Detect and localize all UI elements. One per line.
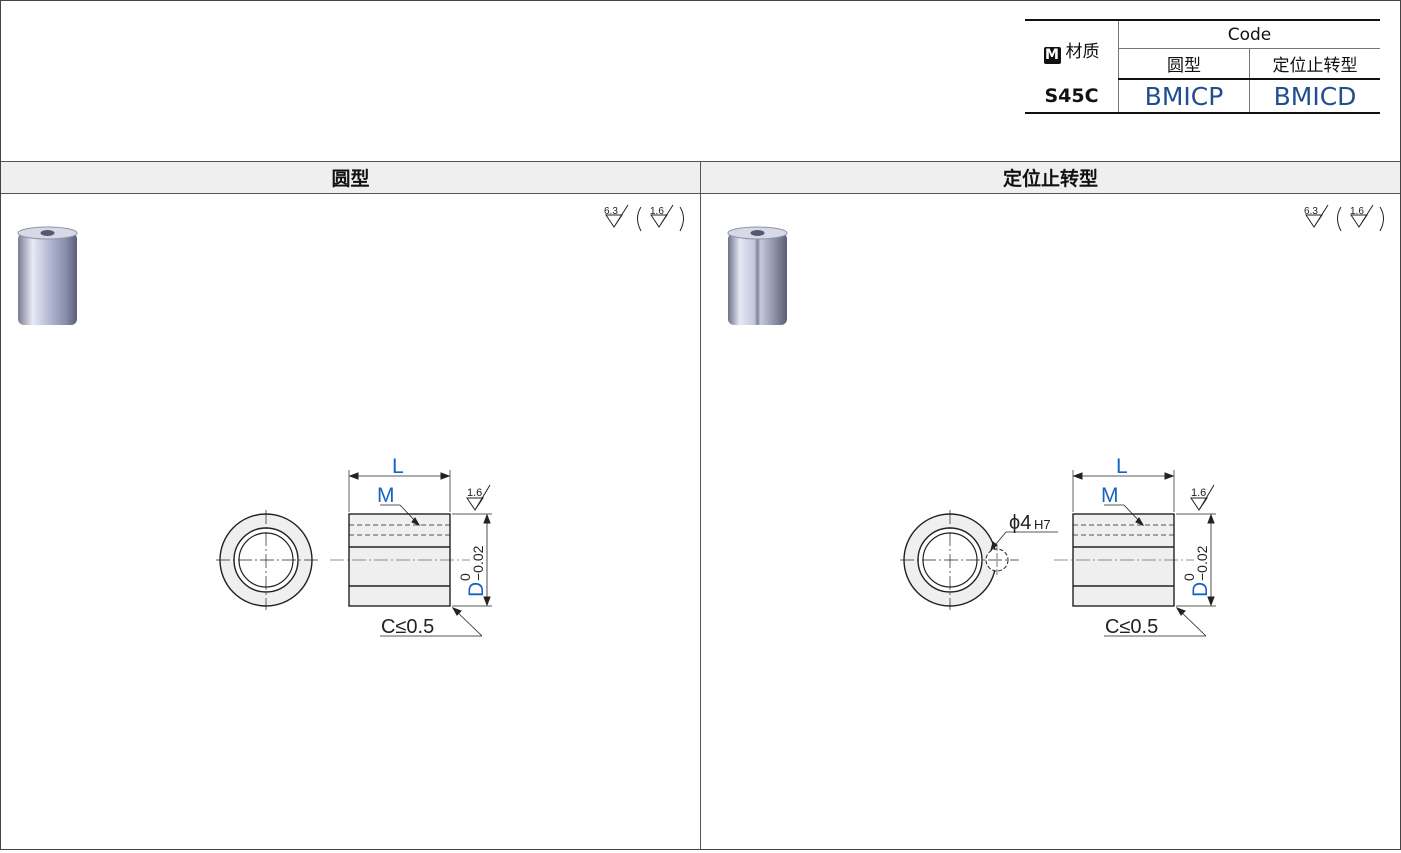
code-locating[interactable]: BMICD (1249, 79, 1380, 114)
panel-round: 6.3 1.6 (0, 195, 700, 849)
material-value: S45C (1025, 79, 1119, 114)
code-header: Code (1118, 19, 1380, 50)
svg-text:1.6: 1.6 (650, 206, 664, 217)
subheader-round: 圆型 (1118, 48, 1250, 81)
pin-hole-dim: ϕ4 (1009, 512, 1031, 534)
subheader-locating: 定位止转型 (1249, 48, 1380, 81)
dim-L: L (392, 455, 404, 478)
dim-chamfer-2: C≤0.5 (1105, 616, 1158, 638)
dim-D-2: D (1189, 582, 1212, 597)
roughness-symbol-main-2: 6.3 1.6 (1304, 204, 1384, 232)
svg-text:6.3: 6.3 (604, 206, 618, 217)
drawing-locating: 6.3 1.6 ϕ4 H7 (727, 204, 1384, 638)
drawing-round: 6.3 1.6 (17, 204, 684, 638)
pin-hole-fit: H7 (1034, 517, 1051, 532)
panel-title-locating: 定位止转型 (701, 161, 1400, 194)
dim-tol-upper-2: 0 (1181, 573, 1197, 581)
roughness-symbol-main: 6.3 1.6 (604, 204, 684, 232)
dim-D: D (465, 582, 488, 597)
dim-M-2: M (1101, 484, 1119, 507)
panel-title-round: 圆型 (1, 161, 701, 194)
dim-tol-upper: 0 (457, 573, 473, 581)
dim-M: M (377, 484, 395, 507)
product-photo-locating (727, 226, 788, 325)
panel-locating: 6.3 1.6 ϕ4 H7 (701, 195, 1401, 849)
dim-D-group-2: D 0 −0.02 (1181, 545, 1212, 597)
svg-text:1.6: 1.6 (1350, 206, 1364, 217)
dim-tol-lower-2: −0.02 (1194, 545, 1210, 581)
code-round[interactable]: BMICP (1118, 79, 1250, 114)
svg-text:6.3: 6.3 (1304, 206, 1318, 217)
end-view-locating (900, 510, 1058, 610)
dim-D-group: D 0 −0.02 (457, 545, 488, 597)
material-header-label: 材质 (1065, 41, 1100, 62)
roughness-side-value: 1.6 (467, 487, 482, 499)
dim-tol-lower: −0.02 (470, 545, 486, 581)
roughness-side-value-2: 1.6 (1191, 487, 1206, 499)
panel-divider (700, 161, 701, 850)
side-view-round (330, 470, 492, 637)
end-view-round (216, 510, 318, 610)
dim-L-2: L (1116, 455, 1128, 478)
material-badge-icon: M (1043, 46, 1061, 64)
side-view-locating (1054, 470, 1216, 637)
product-photo-round (17, 226, 78, 325)
dim-chamfer: C≤0.5 (381, 616, 434, 638)
